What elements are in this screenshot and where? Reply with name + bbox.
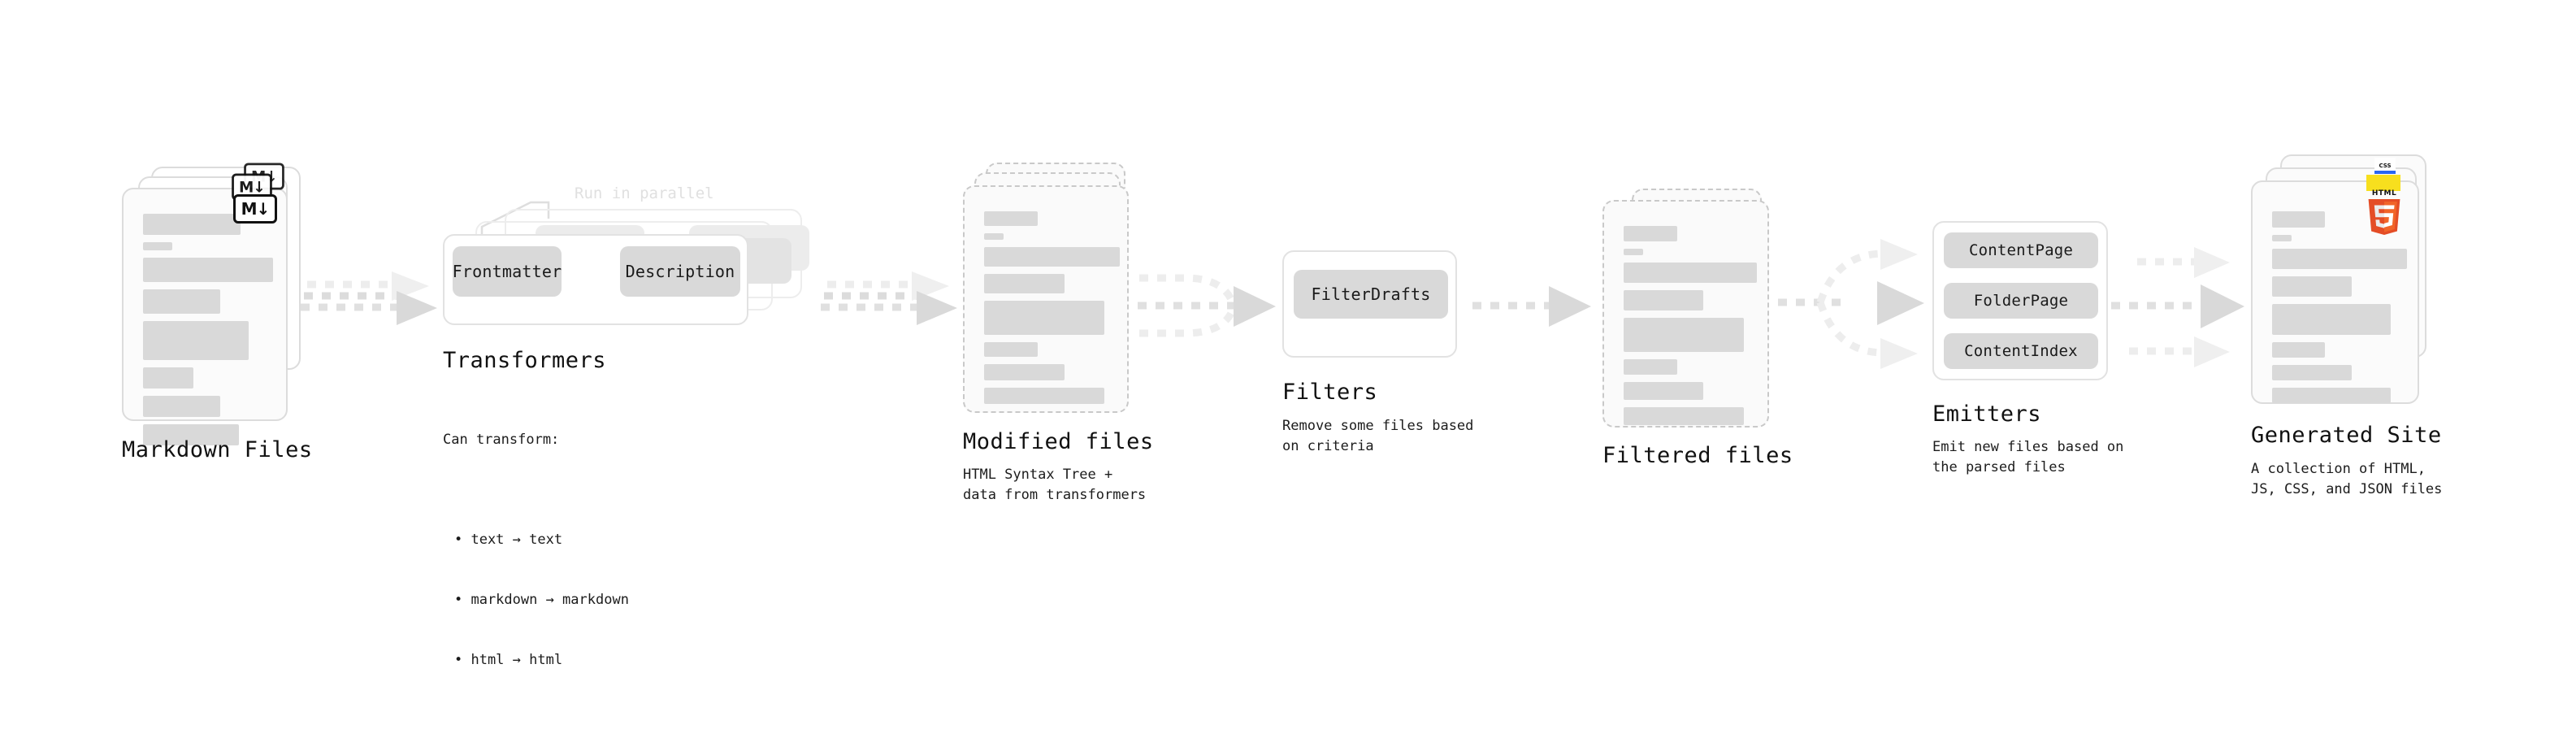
connector-emitters-to-site bbox=[2111, 247, 2244, 367]
html5-shield-icon bbox=[2368, 199, 2400, 235]
stage-title-markdown-files: Markdown Files bbox=[122, 437, 313, 462]
connector-filters-to-filtered bbox=[1472, 286, 1591, 327]
html5-badge-caption: HTML bbox=[2371, 189, 2397, 198]
emitters-chip-contentindex[interactable]: ContentIndex bbox=[1944, 333, 2098, 369]
stage-modified-files[interactable]: Modified files HTML Syntax Tree + data f… bbox=[963, 163, 1153, 503]
filtered-card-front[interactable] bbox=[1602, 200, 1769, 428]
stage-markdown-files[interactable]: M↓ M↓ M↓ Markdown Files bbox=[122, 163, 312, 462]
stage-title-filtered-files: Filtered files bbox=[1602, 443, 1793, 468]
stage-title-generated-site: Generated Site bbox=[2251, 423, 2442, 448]
transformer-chip-frontmatter[interactable]: Frontmatter bbox=[453, 246, 562, 297]
emitters-chip-contentpage[interactable]: ContentPage bbox=[1944, 232, 2098, 268]
run-in-parallel-annotation: Run in parallel bbox=[575, 184, 714, 202]
stage-generated-site[interactable]: CSS HTML Generated Site A collection of … bbox=[2251, 154, 2442, 497]
stage-title-emitters: Emitters bbox=[1932, 402, 2042, 427]
css-badge: CSS bbox=[2374, 158, 2396, 174]
connector-filtered-to-emitters-fanout bbox=[1778, 239, 1924, 369]
transformers-bullet-2: • html → html bbox=[454, 652, 563, 669]
stage-subtitle-generated-site: A collection of HTML, JS, CSS, and JSON … bbox=[2251, 461, 2443, 497]
transformer-chip-description[interactable]: Description bbox=[620, 246, 740, 297]
stage-filtered-files[interactable]: Filtered files bbox=[1602, 189, 1793, 468]
emitters-chip-folderpage[interactable]: FolderPage bbox=[1944, 283, 2098, 319]
diagram-canvas: M↓ M↓ M↓ Markdown Files Run in parallel bbox=[122, 154, 2442, 668]
connector-transformers-to-modified bbox=[821, 271, 957, 325]
connector-md-to-transformers bbox=[301, 271, 437, 325]
stage-title-transformers: Transformers bbox=[443, 348, 607, 373]
markdown-badge: M↓ bbox=[233, 194, 277, 224]
transformers-bullet-list: • text → text • markdown → markdown • ht… bbox=[443, 490, 629, 710]
modified-card-front[interactable] bbox=[963, 185, 1129, 413]
document-card-front[interactable] bbox=[122, 188, 288, 445]
stage-title-filters: Filters bbox=[1282, 380, 1378, 405]
document-skeleton bbox=[143, 214, 273, 453]
stage-subtitle-transformers: Can transform: • text → text • markdown … bbox=[443, 390, 629, 751]
css-badge-underline bbox=[2374, 171, 2396, 174]
site-skeleton bbox=[2272, 211, 2407, 410]
js-badge bbox=[2366, 175, 2400, 191]
html5-badge: HTML bbox=[2366, 189, 2402, 235]
stage-subtitle-filters: Remove some files based on criteria bbox=[1282, 418, 1474, 454]
transformers-bullet-1: • markdown → markdown bbox=[454, 592, 629, 609]
stage-subtitle-emitters: Emit new files based on the parsed files bbox=[1932, 439, 2124, 475]
transformers-subtitle-lead: Can transform: bbox=[443, 432, 560, 449]
connector-modified-to-filters-fanin bbox=[1138, 274, 1276, 337]
run-in-parallel-leader bbox=[480, 201, 550, 248]
filters-chip-filterdrafts[interactable]: FilterDrafts bbox=[1294, 270, 1448, 319]
stage-title-modified-files: Modified files bbox=[963, 429, 1154, 454]
stage-subtitle-modified-files: HTML Syntax Tree + data from transformer… bbox=[963, 467, 1147, 503]
filtered-skeleton bbox=[1624, 226, 1757, 432]
transformers-bullet-0: • text → text bbox=[454, 532, 563, 549]
modified-skeleton bbox=[984, 211, 1120, 411]
